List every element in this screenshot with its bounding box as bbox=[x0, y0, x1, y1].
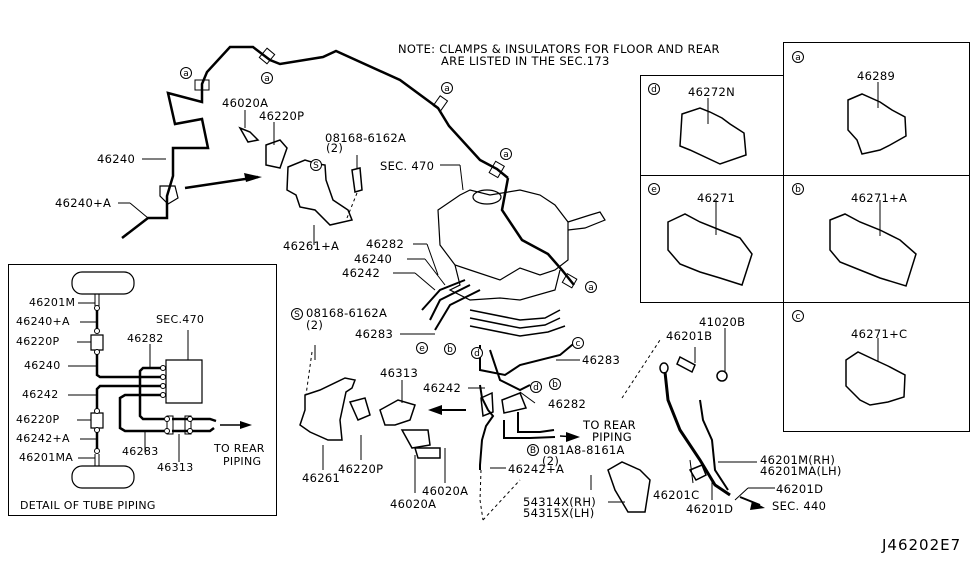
part-46283-right[interactable]: 46283 bbox=[582, 353, 621, 367]
callout-c[interactable]: c bbox=[572, 337, 584, 349]
part-46240A[interactable]: 46240+A bbox=[55, 196, 112, 210]
bolt-callout-b: B bbox=[527, 444, 539, 456]
part-41020B[interactable]: 41020B bbox=[699, 315, 746, 329]
bolt-mid-qty: (2) bbox=[306, 318, 324, 332]
callout-a-2[interactable]: a bbox=[261, 72, 273, 84]
callout-a-4[interactable]: a bbox=[500, 148, 512, 160]
detail-label-46282[interactable]: 46282 bbox=[127, 332, 164, 345]
diagram-code: J46202E7 bbox=[882, 536, 962, 554]
detail-label-46201MA[interactable]: 46201MA bbox=[19, 451, 74, 464]
part-46282[interactable]: 46282 bbox=[366, 237, 405, 251]
part-46201D-b[interactable]: 46201D bbox=[686, 502, 734, 516]
panel-a-callout: a bbox=[792, 51, 804, 63]
part-46201B[interactable]: 46201B bbox=[666, 329, 713, 343]
part-46261A[interactable]: 46261+A bbox=[283, 239, 340, 253]
detail-label-46283[interactable]: 46283 bbox=[122, 445, 159, 458]
part-46201MA-lh[interactable]: 46201MA(LH) bbox=[760, 464, 842, 478]
callout-a-5[interactable]: a bbox=[585, 281, 597, 293]
detail-sec-470[interactable]: SEC.470 bbox=[156, 313, 205, 326]
detail-label-46240[interactable]: 46240 bbox=[24, 359, 61, 372]
panel-d-callout: d bbox=[648, 83, 660, 95]
detail-label-46242[interactable]: 46242 bbox=[22, 388, 59, 401]
note-line-1: NOTE: CLAMPS & INSULATORS FOR FLOOR AND … bbox=[398, 42, 720, 56]
part-46283[interactable]: 46283 bbox=[355, 327, 394, 341]
callout-d-1[interactable]: d bbox=[471, 347, 483, 359]
part-46220P-top[interactable]: 46220P bbox=[259, 109, 305, 123]
part-46242A[interactable]: 46242+A bbox=[508, 462, 565, 476]
panel-part-46289[interactable]: 46289 bbox=[857, 69, 896, 83]
panel-e-callout: e bbox=[648, 183, 660, 195]
panel-part-46271A[interactable]: 46271+A bbox=[851, 191, 908, 205]
part-46240[interactable]: 46240 bbox=[97, 152, 136, 166]
part-54314X[interactable]: 54314X(RH) bbox=[523, 495, 597, 509]
part-54315X[interactable]: 54315X(LH) bbox=[523, 506, 595, 520]
callout-a-1[interactable]: a bbox=[180, 67, 192, 79]
clamp-sketches bbox=[668, 94, 916, 405]
detail-label-46201M[interactable]: 46201M bbox=[29, 296, 76, 309]
part-46220P-low[interactable]: 46220P bbox=[338, 462, 384, 476]
detail-label-46220P-2[interactable]: 46220P bbox=[16, 413, 60, 426]
sec-470-ref[interactable]: SEC. 470 bbox=[380, 159, 435, 173]
note-line-2: ARE LISTED IN THE SEC.173 bbox=[441, 54, 610, 68]
detail-piping: PIPING bbox=[223, 455, 262, 468]
callout-e[interactable]: e bbox=[416, 342, 428, 354]
detail-label-46240A[interactable]: 46240+A bbox=[16, 315, 70, 328]
panel-part-46271C[interactable]: 46271+C bbox=[851, 327, 908, 341]
callout-a-3[interactable]: a bbox=[441, 82, 453, 94]
part-46020A-a[interactable]: 46020A bbox=[422, 484, 469, 498]
part-081A8-8161A[interactable]: 081A8-8161A bbox=[543, 443, 625, 457]
part-46240-mid[interactable]: 46240 bbox=[354, 252, 393, 266]
bolt-low-qty: (2) bbox=[542, 454, 560, 468]
part-46201C[interactable]: 46201C bbox=[653, 488, 700, 502]
clamp-panel-grid bbox=[641, 43, 970, 432]
to-rear-label: TO REAR bbox=[583, 418, 636, 432]
callout-d-2[interactable]: d bbox=[530, 381, 542, 393]
part-46242[interactable]: 46242 bbox=[342, 266, 381, 280]
detail-label-46313[interactable]: 46313 bbox=[157, 461, 194, 474]
bolt-top-qty: (2) bbox=[326, 141, 344, 155]
part-46020A-top[interactable]: 46020A bbox=[222, 96, 269, 110]
part-46201D-a[interactable]: 46201D bbox=[776, 482, 824, 496]
detail-tube-piping-drawing bbox=[9, 265, 277, 516]
brake-tube-46240 bbox=[122, 47, 508, 238]
part-08168-6162A-top[interactable]: 08168-6162A bbox=[325, 131, 407, 145]
sec-440-ref[interactable]: SEC. 440 bbox=[772, 499, 827, 513]
bracket-46261 bbox=[300, 352, 466, 458]
service-part-s-2: S bbox=[291, 308, 303, 320]
detail-label-46220P-1[interactable]: 46220P bbox=[16, 335, 60, 348]
brake-hose-46201M bbox=[608, 357, 765, 512]
panel-part-46272N[interactable]: 46272N bbox=[688, 85, 735, 99]
part-46282-low[interactable]: 46282 bbox=[548, 397, 587, 411]
detail-label-46242A[interactable]: 46242+A bbox=[16, 432, 70, 445]
lower-tube-assembly bbox=[480, 340, 660, 520]
part-46242-low[interactable]: 46242 bbox=[423, 381, 462, 395]
callout-b-1[interactable]: b bbox=[444, 343, 456, 355]
panel-part-46271[interactable]: 46271 bbox=[697, 191, 736, 205]
part-46313[interactable]: 46313 bbox=[380, 366, 419, 380]
detail-title: DETAIL OF TUBE PIPING bbox=[20, 499, 156, 512]
panel-b-callout: b bbox=[792, 183, 804, 195]
service-part-s-1: S bbox=[310, 159, 322, 171]
detail-to-rear: TO REAR bbox=[214, 442, 265, 455]
part-46261[interactable]: 46261 bbox=[302, 471, 341, 485]
part-46201M-rh[interactable]: 46201M(RH) bbox=[760, 453, 836, 467]
callout-b-2[interactable]: b bbox=[549, 378, 561, 390]
piping-label: PIPING bbox=[592, 430, 632, 444]
leader-lines bbox=[118, 82, 880, 502]
master-cylinder-sec470 bbox=[422, 178, 605, 336]
part-46020A-b[interactable]: 46020A bbox=[390, 497, 437, 511]
part-08168-6162A-mid[interactable]: 08168-6162A bbox=[306, 306, 388, 320]
panel-c-callout: c bbox=[792, 310, 804, 322]
